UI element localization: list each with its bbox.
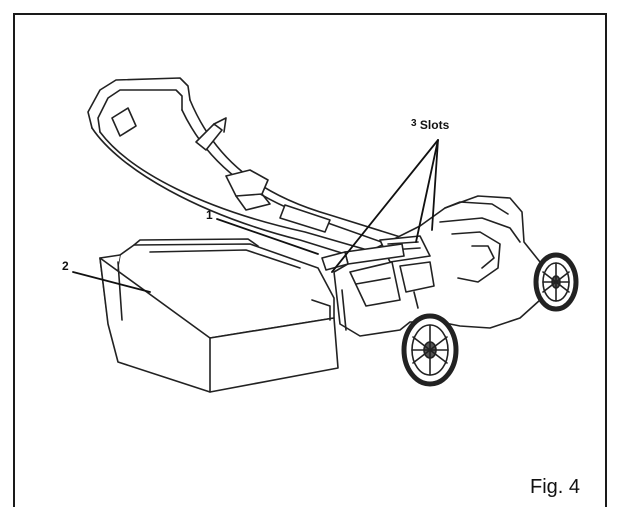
mower-deck bbox=[321, 195, 541, 337]
callout-3-slots: 3 Slots bbox=[411, 118, 449, 132]
grass-catcher-bag bbox=[99, 238, 339, 393]
leader-line-2 bbox=[72, 271, 151, 293]
callout-1: 1 bbox=[206, 208, 213, 222]
mower-handle bbox=[87, 77, 411, 269]
leader-line-slot-b bbox=[415, 139, 439, 243]
figure-caption: Fig. 4 bbox=[530, 476, 581, 498]
leader-lines bbox=[72, 139, 439, 293]
callout-3-number: 3 bbox=[411, 118, 417, 129]
leader-line-1 bbox=[216, 218, 319, 255]
leader-line-slot-c bbox=[431, 139, 439, 231]
callout-2: 2 bbox=[62, 259, 69, 273]
callout-slots-label: Slots bbox=[419, 118, 450, 132]
figure-frame bbox=[13, 13, 607, 507]
leader-line-slot-a bbox=[331, 139, 439, 273]
front-wheel bbox=[533, 252, 579, 312]
rear-wheel bbox=[401, 313, 459, 387]
